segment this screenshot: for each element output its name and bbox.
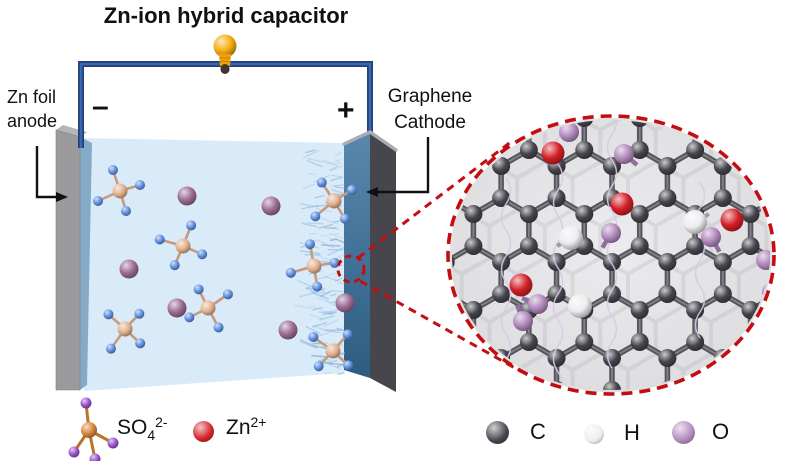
hydrogen-atom-sphere-icon (584, 424, 604, 444)
sulfate-superscript: 2- (155, 414, 168, 430)
anode-label: Zn foil anode (7, 85, 57, 133)
anode-label-line2: anode (7, 111, 58, 131)
hydrogen-atom (568, 294, 592, 318)
electrolyte-ions (93, 165, 357, 372)
sulfate-ion (154, 220, 208, 271)
sulfate-ion (184, 284, 233, 333)
legend-zinc-label: Zn2+ (226, 414, 266, 440)
cathode-arrow (366, 137, 430, 197)
circuit-wire (78, 61, 373, 150)
adsorbed-zinc-ion (541, 141, 565, 165)
oxygen-atom (559, 122, 579, 142)
adsorbed-zinc-ion (720, 208, 744, 232)
negative-terminal-sign: – (92, 90, 109, 123)
adsorbed-zinc-ion (509, 273, 533, 297)
cathode-label: Graphene Cathode (378, 84, 482, 136)
sulfate-ion (285, 239, 340, 292)
graphene-inset (446, 114, 776, 396)
adsorbed-zinc-ion (610, 192, 634, 216)
zinc-ion (335, 293, 355, 313)
oxygen-atom (601, 223, 621, 243)
zinc-ion (167, 298, 187, 318)
zinc-ion (261, 196, 281, 216)
oxygen-atom (614, 144, 634, 164)
hydrogen-atom (559, 226, 583, 250)
sulfate-ion (310, 177, 357, 224)
legend-sulfate-molecule (68, 397, 119, 461)
anode-arrow (35, 146, 68, 202)
hydrogen-label: H (624, 420, 640, 445)
sulfate-subscript: 4 (147, 427, 156, 443)
carbon-label: C (530, 419, 546, 444)
sulfate-ion (103, 308, 146, 354)
figure-title: Zn-ion hybrid capacitor (103, 3, 349, 28)
positive-terminal-sign: + (337, 94, 355, 127)
oxygen-atom (513, 311, 533, 331)
cathode-label-line1: Graphene (387, 86, 473, 107)
carbon-atom-sphere-icon (486, 421, 509, 444)
anode-label-line1: Zn foil (7, 87, 57, 107)
zinc-ion (177, 186, 197, 206)
hydrogen-atom (683, 210, 707, 234)
cathode-label-line2: Cathode (394, 112, 466, 133)
zinc-ion-sphere-icon (193, 421, 214, 442)
graphene-cathode (342, 130, 398, 392)
sulfate-base: SO (117, 416, 148, 439)
oxygen-atom (528, 294, 548, 314)
legend-sulfate-label: SO42- (117, 414, 168, 443)
light-bulb-icon (213, 34, 237, 74)
zinc-superscript: 2+ (250, 414, 267, 430)
oxygen-atom (701, 227, 721, 247)
zinc-ion (278, 320, 298, 340)
magnifier-callout (336, 139, 523, 374)
sulfate-ion (308, 329, 354, 372)
oxygen-atom-sphere-icon (672, 421, 695, 444)
zinc-ion (119, 259, 139, 279)
oxygen-atom (756, 250, 770, 270)
sulfate-ion (93, 165, 145, 216)
zinc-base: Zn (226, 416, 251, 439)
oxygen-label: O (712, 419, 730, 444)
electrolyte (80, 137, 344, 391)
